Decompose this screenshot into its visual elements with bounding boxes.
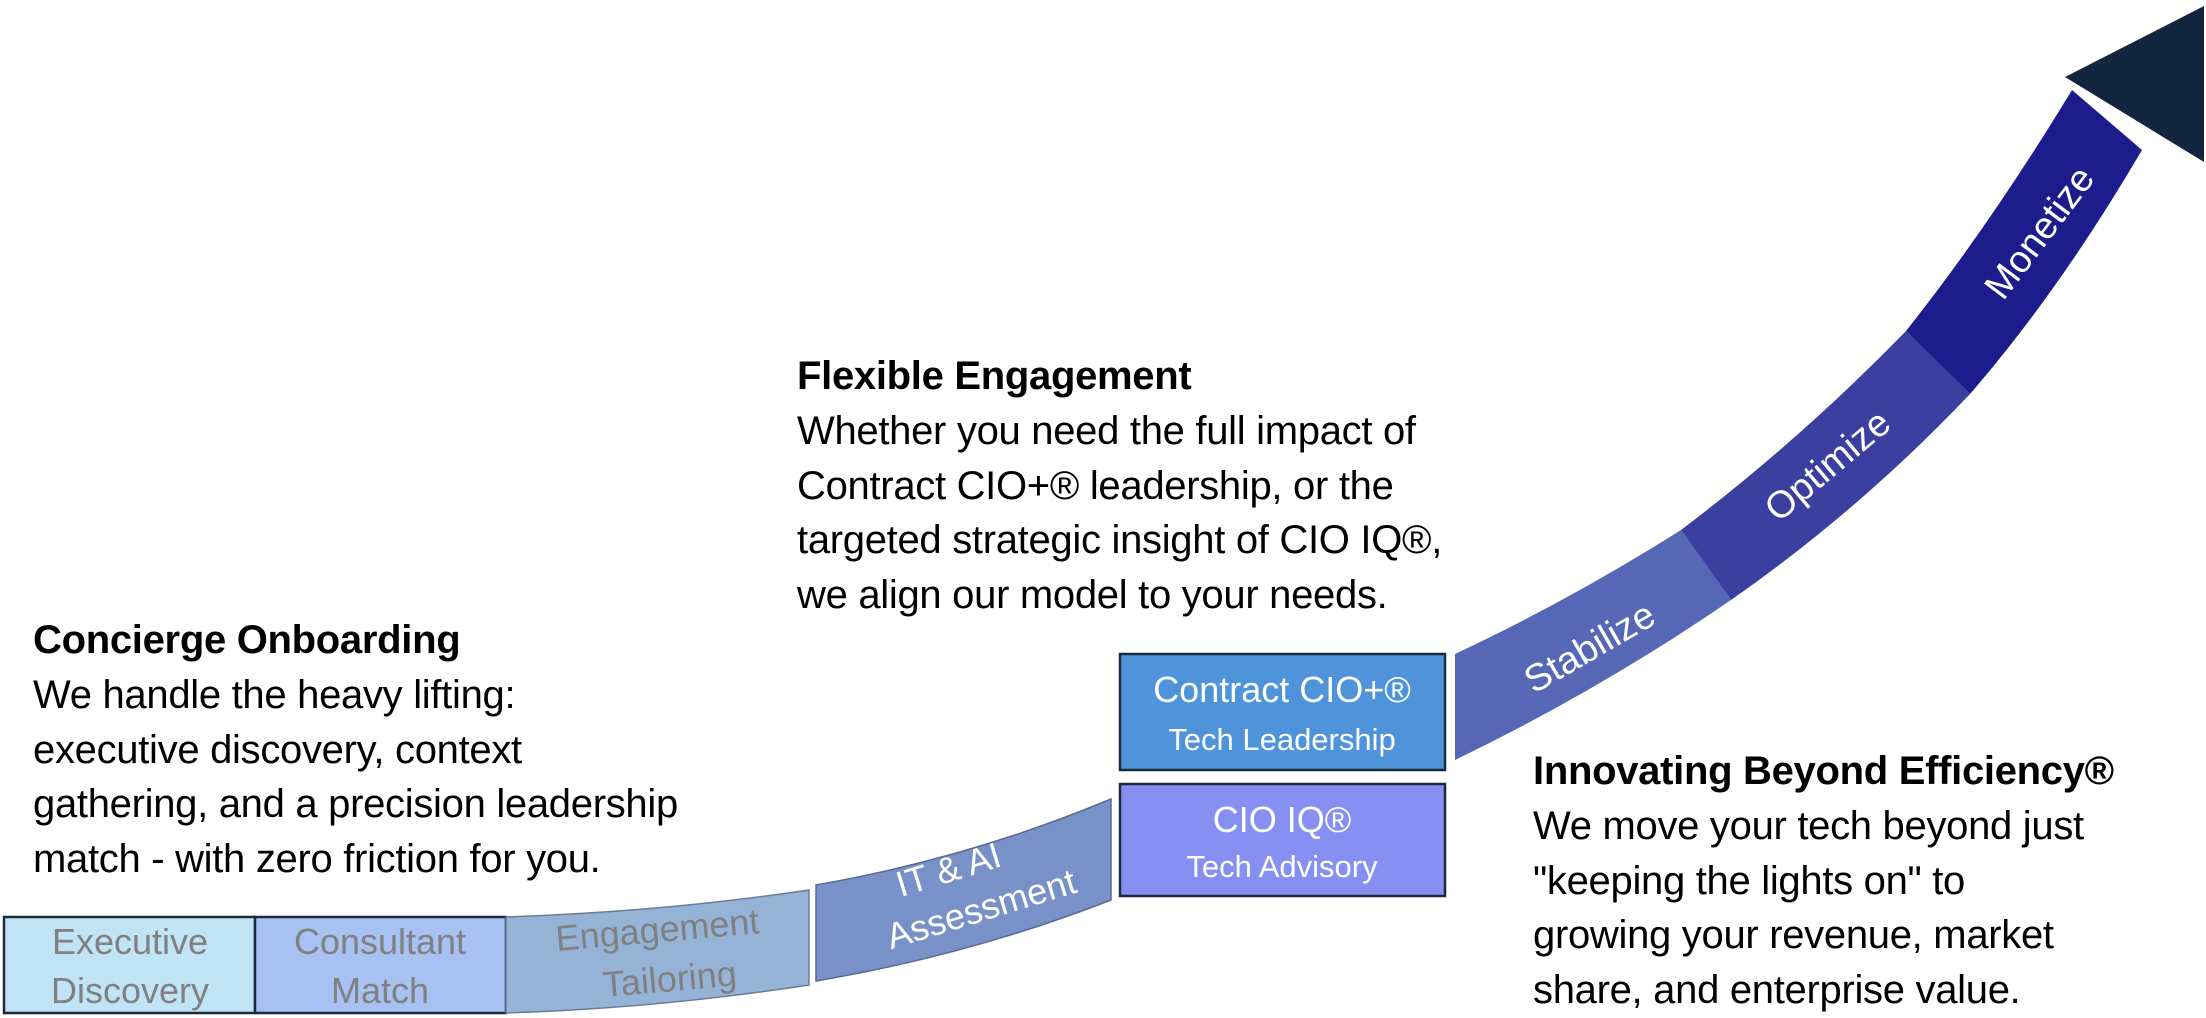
step-executive-discovery: [2, 915, 257, 1015]
concierge-line: We handle the heavy lifting:: [33, 673, 516, 717]
flexible-line: we align our model to your needs.: [797, 572, 1388, 617]
concierge-heading: Concierge Onboarding: [33, 618, 461, 662]
innovating-line: We move your tech beyond just: [1533, 804, 2084, 848]
label-line: Discovery: [51, 970, 209, 1011]
flexible-line: Contract CIO+® leadership, or the: [797, 463, 1394, 508]
arrowhead-icon: [2065, 6, 2204, 162]
consultant-match-label: Consultant Match: [294, 921, 466, 1011]
concierge-line: match - with zero friction for you.: [33, 836, 601, 881]
offering-cio-iq-box: [1118, 782, 1447, 898]
flexible-line: Whether you need the full impact of: [797, 409, 1416, 453]
flexible-line: targeted strategic insight of CIO IQ®,: [797, 518, 1443, 562]
cio-iq-subtitle: Tech Advisory: [1186, 849, 1378, 884]
innovating-line: growing your revenue, market: [1533, 913, 2054, 957]
label-line: Match: [331, 970, 429, 1011]
flexible-heading: Flexible Engagement: [797, 354, 1192, 398]
label-line: Consultant: [294, 921, 466, 962]
concierge-onboarding-block: Concierge Onboarding We handle the heavy…: [33, 612, 678, 886]
step-consultant-match: [253, 915, 508, 1015]
innovating-line: "keeping the lights on" to: [1533, 858, 1966, 903]
label-line: Executive: [52, 921, 208, 962]
step-engagement-tailoring: [505, 889, 810, 1014]
executive-discovery-label: Executive Discovery: [51, 921, 209, 1011]
contract-cio-title: Contract CIO+®: [1153, 669, 1411, 710]
offering-contract-cio-box: [1118, 652, 1447, 772]
arrow-segment-monetize: [1906, 90, 2142, 394]
flexible-engagement-block: Flexible Engagement Whether you need the…: [797, 348, 1442, 622]
step-it-ai-assessment: [815, 797, 1112, 982]
innovating-heading: Innovating Beyond Efficiency®: [1533, 749, 2114, 793]
concierge-line: executive discovery, context: [33, 727, 522, 772]
concierge-line: gathering, and a precision leadership: [33, 782, 678, 826]
arrow-segment-stabilize: [1455, 530, 1731, 760]
contract-cio-subtitle: Tech Leadership: [1168, 722, 1396, 757]
innovating-line: share, and enterprise value.: [1533, 967, 2021, 1012]
innovating-beyond-block: Innovating Beyond Efficiency® We move yo…: [1533, 743, 2114, 1017]
arrow-segment-optimize: [1681, 331, 1970, 600]
cio-iq-title: CIO IQ®: [1213, 799, 1352, 840]
